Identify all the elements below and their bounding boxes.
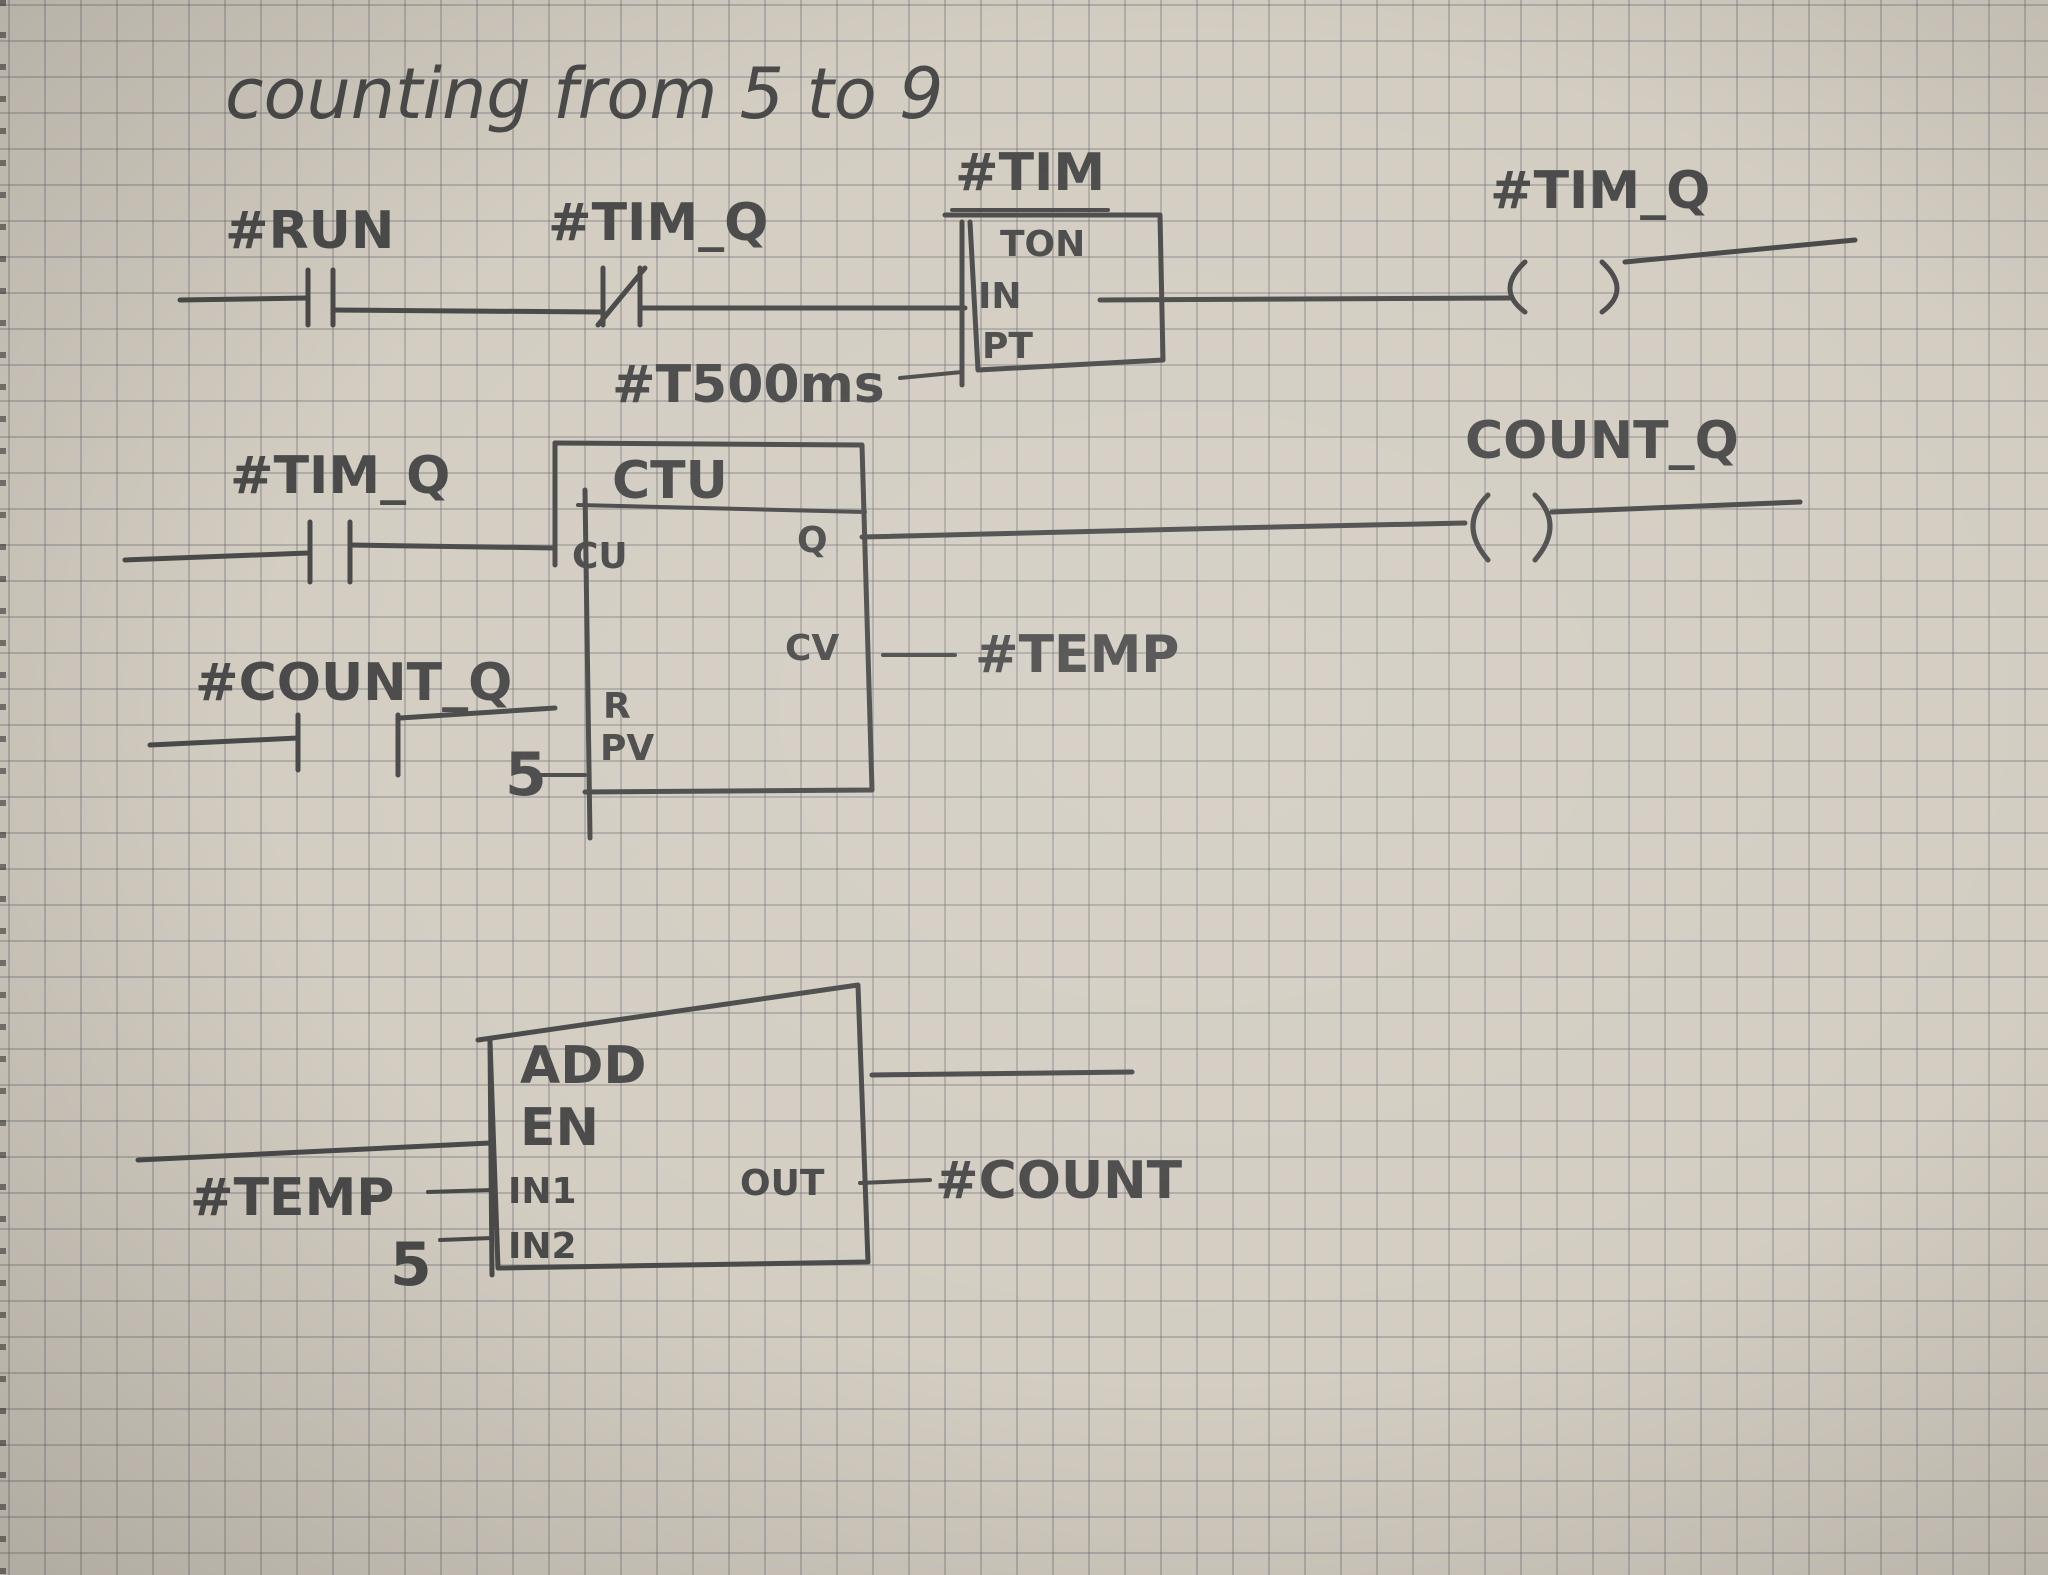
add-pin-in1: IN1	[508, 1171, 577, 1212]
rung1-timer-instance-label: #TIM	[955, 143, 1105, 203]
ctu-pv-value: 5	[505, 740, 547, 810]
ctu-pin-cv: CV	[785, 628, 839, 669]
ton-type-label: TON	[1000, 224, 1085, 265]
rung1-nc-contact-tim-q	[595, 265, 648, 328]
rung2-wire-left	[122, 550, 311, 563]
rung1-wire-right	[1622, 237, 1858, 265]
rung2-contact1-label: #TIM_Q	[230, 446, 450, 506]
rung-2: #TIM_Q #COUNT_Q COUNT_Q CTU CU R PV Q CV…	[122, 411, 1803, 841]
ctu-pin-cu: CU	[572, 536, 628, 577]
rung1-no-contact-run	[305, 267, 336, 328]
add-en-wire	[135, 1140, 493, 1163]
add-in1-value: #TEMP	[190, 1168, 394, 1228]
notebook-spiral-edge	[0, 0, 6, 1575]
rung2-wire-cu	[347, 542, 558, 551]
ctu-power-rail	[582, 487, 593, 841]
rung2-no-contact-count-q	[295, 712, 401, 778]
rung1-contact2-label: #TIM_Q	[548, 193, 768, 253]
ton-pin-in: IN	[978, 276, 1022, 317]
add-power-rail	[487, 1037, 495, 1278]
rung2-coil-left	[1470, 492, 1491, 563]
rung1-wire-left	[177, 295, 311, 303]
rung2-contact2-label: #COUNT_Q	[195, 653, 512, 713]
ctu-cv-output-label: #TEMP	[975, 625, 1179, 685]
rung2-wire-r	[397, 705, 558, 721]
ton-block	[942, 212, 1166, 373]
rung2-coil-label: COUNT_Q	[1465, 411, 1739, 471]
add-type-label: ADD	[520, 1036, 647, 1096]
add-in1-wire	[426, 1188, 494, 1194]
rung1-coil-label: #TIM_Q	[1490, 161, 1710, 221]
rung-3: ADD EN IN1 IN2 OUT #TEMP 5 #COUNT	[135, 982, 1183, 1300]
rung-1: #RUN #TIM_Q #TIM #TIM_Q #T500ms TON IN P…	[177, 143, 1858, 415]
rung1-wire-out	[1097, 295, 1513, 303]
add-in2-wire	[438, 1236, 494, 1242]
rung1-contact1-label: #RUN	[225, 201, 394, 261]
ctu-pin-q: Q	[797, 520, 828, 561]
rung1-pt-value-label: #T500ms	[612, 355, 885, 415]
ctu-block	[552, 440, 875, 795]
rung2-wire-left-2	[147, 735, 301, 748]
add-pin-in2: IN2	[508, 1226, 577, 1267]
add-block	[475, 982, 871, 1271]
rung1-wire-1	[330, 307, 603, 315]
add-out-wire	[858, 1178, 932, 1185]
ctu-title-bar	[576, 503, 867, 514]
ctu-pin-r: R	[603, 686, 631, 727]
rung1-coil-right	[1599, 259, 1620, 315]
ton-pin-pt: PT	[982, 326, 1033, 367]
add-out-value: #COUNT	[935, 1151, 1183, 1211]
add-in2-value: 5	[390, 1230, 432, 1300]
diagram-title: counting from 5 to 9	[225, 53, 944, 135]
rung2-wire-right	[1549, 499, 1803, 515]
add-eno-wire	[869, 1069, 1135, 1078]
add-pin-en: EN	[520, 1098, 599, 1158]
ton-pt-wire	[898, 370, 964, 380]
rung2-no-contact-tim-q	[307, 519, 353, 585]
rung2-coil-right	[1532, 492, 1553, 563]
add-pin-out: OUT	[740, 1163, 825, 1204]
ctu-type-label: CTU	[612, 451, 728, 511]
rung1-coil-left	[1507, 259, 1528, 315]
rung2-wire-out	[859, 520, 1468, 540]
ctu-pin-pv: PV	[600, 728, 654, 769]
